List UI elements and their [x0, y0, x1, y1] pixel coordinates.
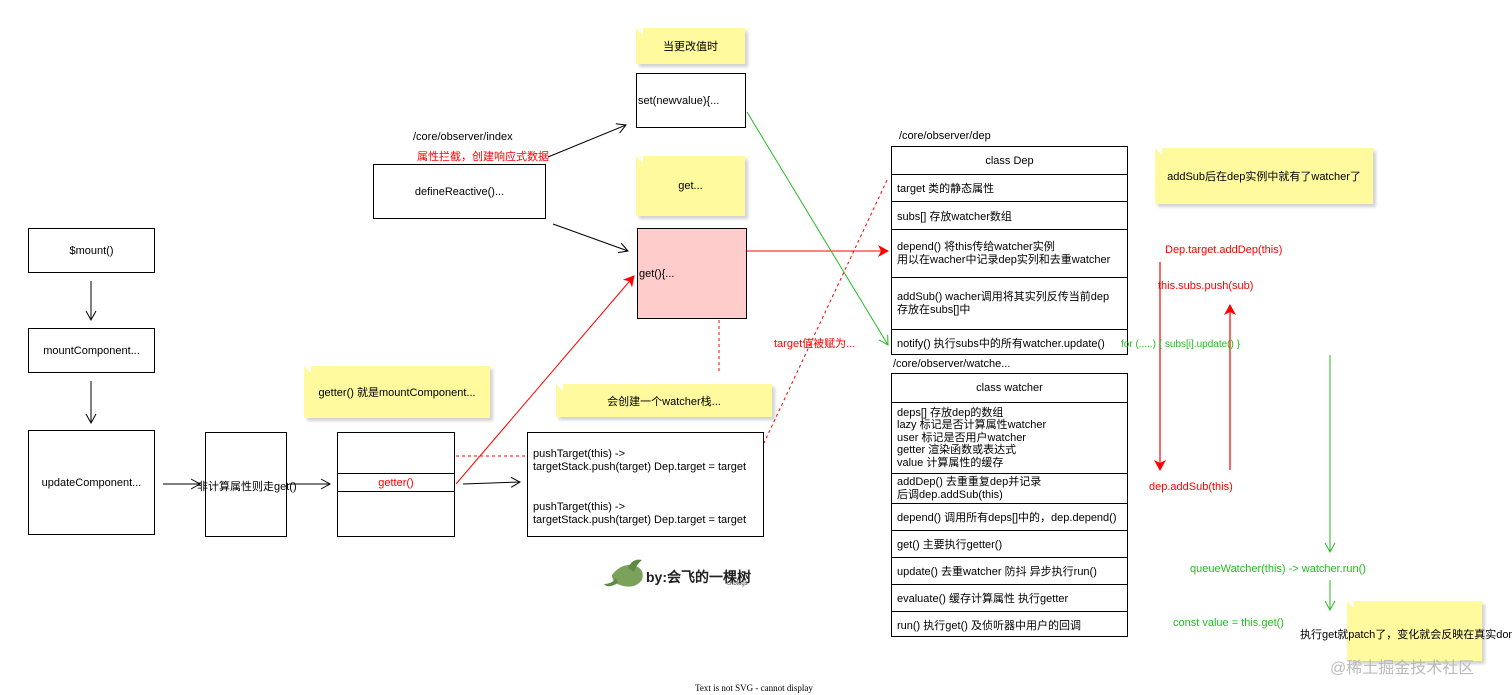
note-watcher-stack: 会创建一个watcher栈...: [556, 384, 772, 417]
watcher-row-depend: depend() 调用所有deps[]中的，dep.depend(): [892, 503, 1127, 530]
dep-row-addsub-text: addSub() wacher调用将其实列反传当前dep 存放在subs[]中: [897, 291, 1110, 316]
dep-row-depend-text: depend() 将this传给watcher实例 用以在wacher中记录de…: [897, 241, 1111, 266]
arrow-set-to-notify: [746, 111, 889, 346]
dep-path: /core/observer/dep: [899, 130, 991, 142]
watcher-row-depend-text: depend() 调用所有deps[]中的，dep.depend(): [897, 512, 1117, 524]
note-patch: [1347, 601, 1482, 661]
dashed-stack-to-target: [755, 177, 889, 461]
watcher-row-run: run() 执行get() 及侦听器中用户的回调: [892, 611, 1127, 638]
set-label: set(newvalue){...: [638, 94, 720, 107]
mount-box: $mount(): [28, 228, 155, 273]
watcher-row-update-text: update() 去重watcher 防抖 异步执行run(): [897, 566, 1097, 578]
dep-row-target-text: target 类的静态属性: [897, 183, 995, 195]
for-loop-label: for (.....) { subs[i].update() }: [1121, 339, 1240, 350]
get-label: get(){...: [639, 267, 675, 280]
watcher-row-get-text: get() 主要执行getter(): [897, 539, 1003, 551]
observer-path: /core/observer/index: [413, 131, 513, 143]
mount-component-box: mountComponent...: [28, 328, 155, 373]
dep-row-subs: subs[] 存放watcher数组: [892, 201, 1127, 229]
watcher-row-get: get() 主要执行getter(): [892, 530, 1127, 557]
watcher-stack-box: pushTarget(this) -> targetStack.push(tar…: [527, 432, 764, 537]
arrow-getter-to-stack: [462, 476, 522, 488]
set-box: set(newvalue){...: [636, 73, 746, 128]
note-watcher-stack-text: 会创建一个watcher栈...: [607, 395, 721, 408]
dep-add-sub-label: dep.addSub(this): [1149, 481, 1233, 493]
dep-class-title-text: class Dep: [985, 154, 1034, 167]
compute-branch-box: [205, 432, 287, 537]
dep-class-title: class Dep: [892, 147, 1127, 174]
target-assigned-label: target值被赋为...: [774, 338, 856, 350]
dep-row-notify: notify() 执行subs中的所有watcher.update(): [892, 329, 1127, 355]
note-on-change: 当更改值时: [636, 28, 745, 64]
note-add-sub: addSub后在dep实例中就有了watcher了: [1155, 148, 1373, 204]
get-box: get(){...: [637, 228, 747, 319]
note-get: get...: [636, 156, 745, 216]
getter-box: getter(): [337, 432, 455, 537]
note-add-sub-text: addSub后在dep实例中就有了watcher了: [1167, 171, 1361, 183]
watcher-class-title: class watcher: [892, 374, 1127, 402]
define-reactive-label: defineReactive()...: [414, 185, 505, 198]
intercept-note: 属性拦截，创建响应式数据: [417, 151, 549, 163]
mount-component-label: mountComponent...: [43, 344, 140, 357]
arrow-getter-to-get-fn: [455, 275, 635, 485]
watcher-path: /core/observer/watche...: [893, 358, 1011, 370]
update-component-label: updateComponent...: [41, 476, 142, 489]
getter-label: getter(): [378, 476, 414, 489]
stack-entry-1: pushTarget(this) -> targetStack.push(tar…: [533, 448, 747, 473]
note-patch-text: 执行get就patch了，变化就会反映在真实dom: [1300, 629, 1512, 641]
watcher-row-evaluate: evaluate() 缓存计算属性 执行getter: [892, 584, 1127, 611]
svg-notice-label: Text is not SVG - cannot display: [695, 683, 813, 693]
watcher-row-fields-text: deps[] 存放dep的数组 lazy 标记是否计算属性watcher use…: [897, 406, 1047, 469]
note-get-text: get...: [678, 180, 703, 192]
watermark-label: @稀土掘金技术社区: [1330, 660, 1475, 677]
dep-class-box: class Dep target 类的静态属性 subs[] 存放watcher…: [891, 146, 1128, 355]
dep-target-add-dep-label: Dep.target.addDep(this): [1165, 244, 1283, 256]
const-value-label: const value = this.get(): [1173, 617, 1284, 629]
update-component-box: updateComponent...: [28, 430, 155, 535]
watcher-row-update: update() 去重watcher 防抖 异步执行run(): [892, 557, 1127, 584]
watcher-row-run-text: run() 执行get() 及侦听器中用户的回调: [897, 620, 1081, 632]
bird-logo: [604, 559, 643, 587]
dep-row-addsub: addSub() wacher调用将其实列反传当前dep 存放在subs[]中: [892, 277, 1127, 329]
watcher-row-evaluate-text: evaluate() 缓存计算属性 执行getter: [897, 593, 1069, 605]
mount-label: $mount(): [69, 244, 114, 257]
watcher-row-adddep: addDep() 去重重复dep并记录 后调dep.addSub(this): [892, 473, 1127, 503]
watcher-row-adddep-text: addDep() 去重重复dep并记录 后调dep.addSub(this): [897, 476, 1042, 501]
cnblogs-label: cnblogs: [727, 581, 748, 587]
note-on-change-text: 当更改值时: [663, 41, 718, 53]
watcher-class-title-text: class watcher: [976, 382, 1043, 394]
arrow-define-to-set: [547, 123, 627, 158]
watcher-row-fields: deps[] 存放dep的数组 lazy 标记是否计算属性watcher use…: [892, 402, 1127, 473]
note-getter-is-mount-text: getter() 就是mountComponent...: [318, 387, 476, 399]
define-reactive-box: defineReactive()...: [373, 164, 546, 219]
queue-watcher-label: queueWatcher(this) -> watcher.run(): [1190, 563, 1366, 575]
watcher-class-box: class watcher deps[] 存放dep的数组 lazy 标记是否计…: [891, 373, 1128, 637]
dep-row-subs-text: subs[] 存放watcher数组: [897, 210, 1012, 223]
getter-row: getter(): [338, 473, 454, 492]
arrow-define-to-get: [552, 223, 629, 254]
compute-branch-label: 非计算属性则走get(): [197, 481, 297, 493]
dep-row-notify-text: notify() 执行subs中的所有watcher.update(): [897, 337, 1105, 350]
stack-entry-2: pushTarget(this) -> targetStack.push(tar…: [533, 501, 747, 526]
note-getter-is-mount: getter() 就是mountComponent...: [304, 366, 490, 418]
dep-row-target: target 类的静态属性: [892, 174, 1127, 201]
this-subs-push-label: this.subs.push(sub): [1158, 280, 1254, 292]
author-label: by:会飞的一棵树: [646, 569, 751, 585]
dep-row-depend: depend() 将this传给watcher实例 用以在wacher中记录de…: [892, 229, 1127, 277]
